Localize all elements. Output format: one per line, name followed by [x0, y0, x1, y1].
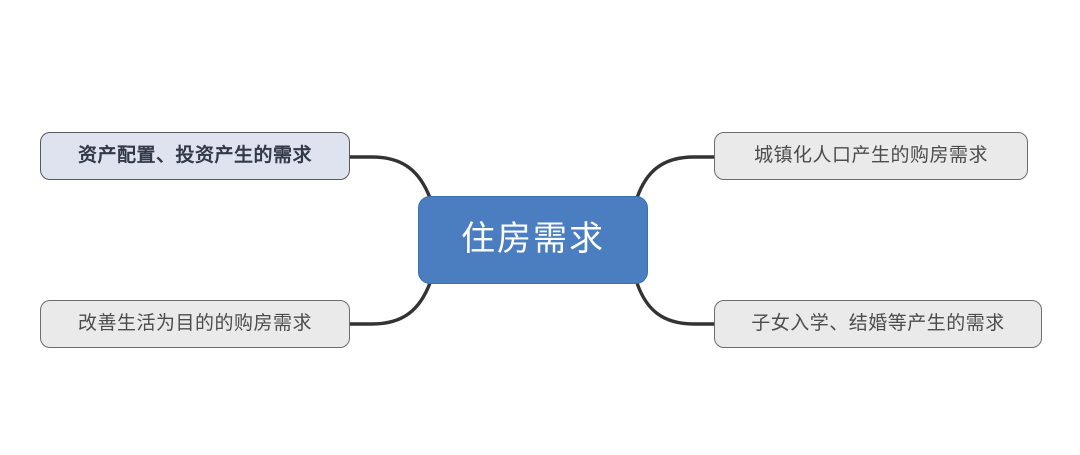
branch-node-bottom-left[interactable]: 改善生活为目的的购房需求 — [40, 300, 350, 348]
connector-top-left — [348, 155, 432, 200]
connector-bottom-right — [635, 281, 716, 326]
branch-node-top-right[interactable]: 城镇化人口产生的购房需求 — [714, 132, 1028, 180]
central-node-label: 住房需求 — [461, 220, 605, 259]
branch-node-bottom-right-label: 子女入学、结婚等产生的需求 — [751, 312, 1005, 334]
branch-node-bottom-right[interactable]: 子女入学、结婚等产生的需求 — [714, 300, 1042, 348]
connector-top-right — [635, 155, 716, 200]
branch-node-bottom-left-label: 改善生活为目的的购房需求 — [77, 312, 312, 334]
branch-node-top-left[interactable]: 资产配置、投资产生的需求 — [40, 132, 350, 180]
connector-bottom-left — [348, 281, 432, 326]
branch-node-top-right-label: 城镇化人口产生的购房需求 — [753, 144, 988, 166]
central-node[interactable]: 住房需求 — [418, 196, 648, 284]
branch-node-top-left-label: 资产配置、投资产生的需求 — [77, 144, 312, 166]
